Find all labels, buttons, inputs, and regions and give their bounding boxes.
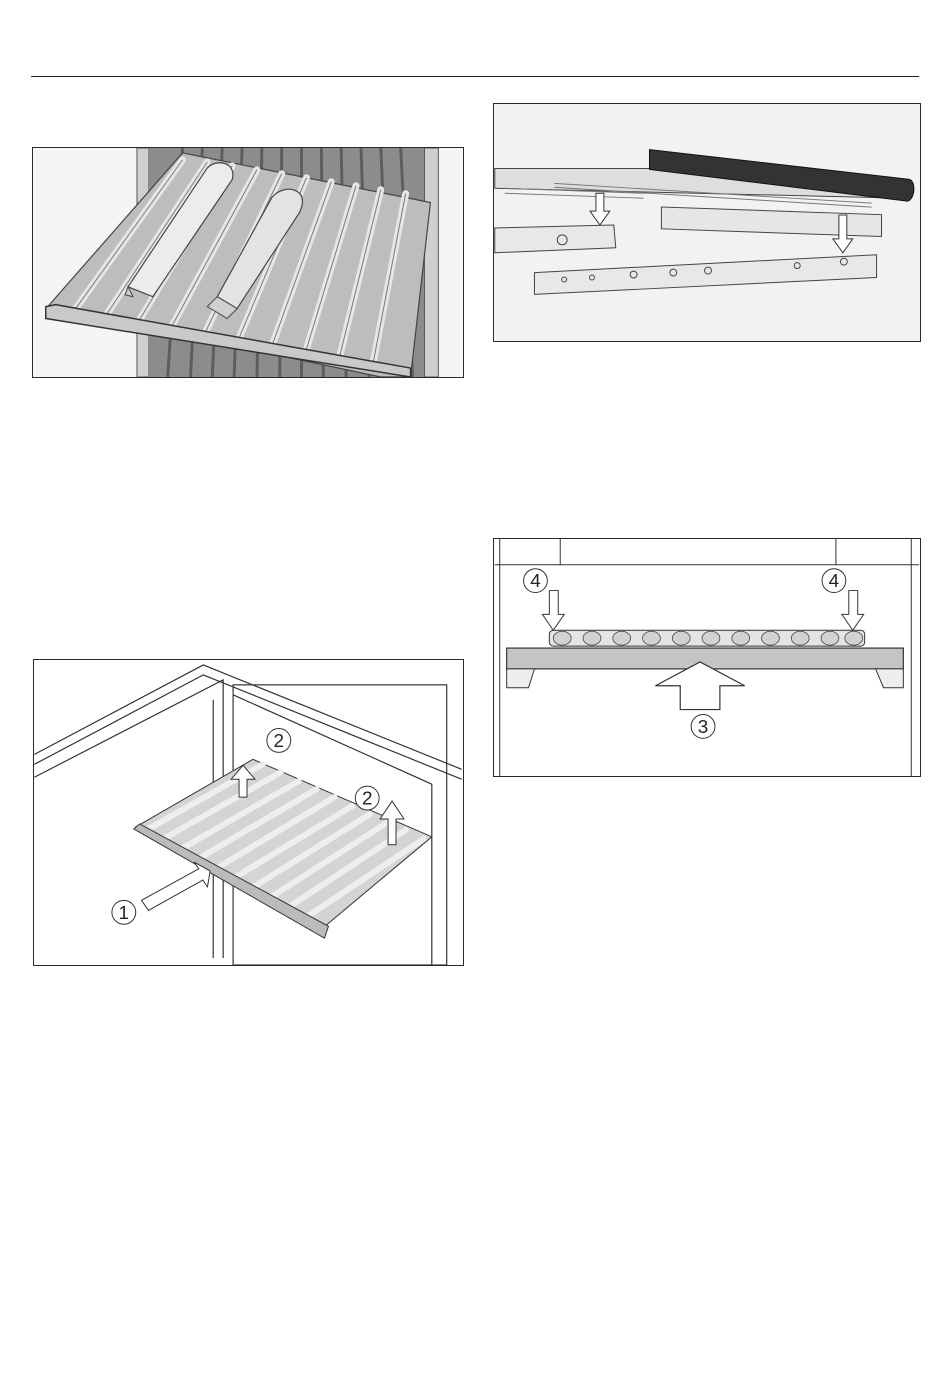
shelf-rails-illustration bbox=[493, 103, 921, 342]
callout-1: 1 bbox=[112, 900, 136, 924]
callout-2b: 2 bbox=[355, 786, 379, 810]
shelf-rails-drawing bbox=[494, 104, 920, 341]
svg-text:2: 2 bbox=[274, 730, 285, 751]
callout-3: 3 bbox=[691, 715, 715, 739]
header-rule bbox=[31, 76, 919, 77]
wine-shelf-bottles-illustration bbox=[32, 147, 464, 378]
rail-left bbox=[495, 225, 616, 253]
callout-4b: 4 bbox=[822, 569, 846, 593]
callout-4a: 4 bbox=[524, 569, 548, 593]
svg-text:2: 2 bbox=[362, 788, 373, 809]
wine-shelf-bottles-drawing bbox=[33, 148, 463, 377]
svg-text:4: 4 bbox=[530, 570, 540, 591]
svg-text:1: 1 bbox=[119, 902, 130, 923]
svg-text:4: 4 bbox=[829, 570, 839, 591]
svg-text:3: 3 bbox=[698, 716, 708, 737]
shelf-removal-illustration: 1 2 2 bbox=[33, 659, 464, 966]
shelf-removal-drawing: 1 2 2 bbox=[34, 660, 463, 965]
callout-2a: 2 bbox=[267, 729, 291, 753]
shelf-insertion-drawing: 4 4 3 bbox=[494, 539, 920, 776]
shelf-insertion-illustration: 4 4 3 bbox=[493, 538, 921, 777]
